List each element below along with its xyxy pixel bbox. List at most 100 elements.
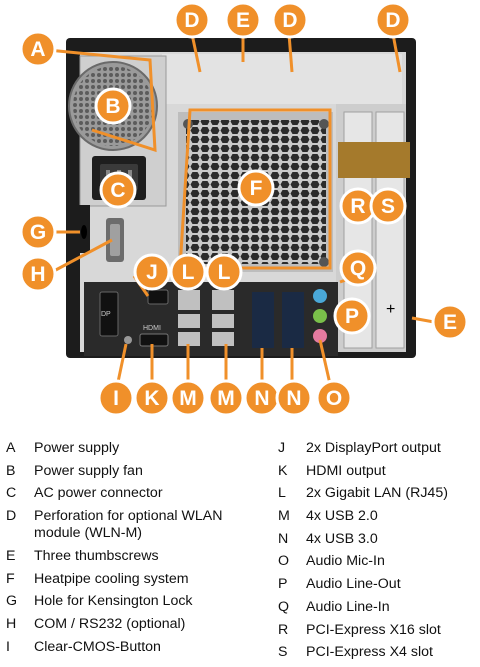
- callout-l-2: L: [205, 253, 243, 291]
- callout-l-1: L: [169, 253, 207, 291]
- legend-text: 2x DisplayPort output: [306, 440, 441, 456]
- callout-e-1: E: [224, 1, 262, 39]
- legend-key: N: [278, 530, 289, 547]
- io-panel: DP HDMI +: [84, 282, 395, 356]
- svg-text:P: P: [345, 305, 359, 328]
- svg-text:S: S: [381, 195, 395, 218]
- legend-item: D Perforation for optional WLAN module (W…: [6, 508, 282, 543]
- svg-text:J: J: [146, 261, 158, 284]
- svg-text:E: E: [236, 9, 250, 32]
- legend-key: H: [6, 616, 17, 633]
- legend-key: C: [6, 485, 17, 502]
- callout-k: K: [133, 379, 171, 417]
- pc-rear-diagram: DP HDMI +: [19, 1, 469, 417]
- legend-text: Three thumbscrews: [34, 548, 159, 565]
- legend-text: Clear-CMOS-Button: [34, 638, 161, 655]
- legend-item: N 4x USB 3.0: [278, 531, 478, 548]
- callout-i: I: [97, 379, 135, 417]
- legend-key: R: [278, 621, 289, 638]
- callout-e-2: E: [431, 303, 469, 341]
- legend-key: J: [278, 440, 286, 456]
- callout-d-1: D: [173, 1, 211, 39]
- legend-text: COM / RS232 (optional): [34, 616, 186, 633]
- legend-text: AC power connector: [34, 485, 163, 502]
- callout-j: J: [133, 253, 171, 291]
- svg-text:Q: Q: [350, 257, 366, 280]
- legend-text: 4x USB 3.0: [306, 530, 378, 547]
- svg-text:N: N: [254, 387, 269, 410]
- dp-port-label: DP: [101, 311, 111, 318]
- legend-text: Power supply fan: [34, 462, 143, 479]
- legend-text: PCI-Express X16 slot: [306, 621, 441, 638]
- callout-b: B: [94, 87, 132, 125]
- legend-text: Heatpipe cooling system: [34, 570, 189, 587]
- legend-text: Hole for Kensington Lock: [34, 593, 193, 610]
- svg-text:H: H: [30, 263, 45, 286]
- callout-g: G: [19, 213, 57, 251]
- callout-c: C: [99, 171, 137, 209]
- legend-text: Audio Mic-In: [306, 553, 385, 570]
- legend-item: Q Audio Line-In: [278, 599, 478, 616]
- callout-s: S: [369, 187, 407, 225]
- legend-item: H COM / RS232 (optional): [6, 616, 282, 633]
- legend-key: D: [6, 508, 17, 525]
- svg-text:G: G: [30, 221, 46, 244]
- legend-item: J 2x DisplayPort output: [278, 440, 478, 457]
- plus-mark: +: [386, 301, 395, 318]
- callout-r: R: [339, 187, 377, 225]
- callout-p: P: [333, 297, 371, 335]
- svg-text:D: D: [282, 9, 297, 32]
- svg-text:R: R: [350, 195, 365, 218]
- legend-key: A: [6, 440, 16, 456]
- legend-item: L 2x Gigabit LAN (RJ45): [278, 485, 478, 502]
- legend-key: L: [278, 485, 286, 502]
- svg-text:D: D: [184, 9, 199, 32]
- svg-text:F: F: [250, 177, 263, 200]
- legend-key: K: [278, 462, 288, 479]
- legend-item: R PCI-Express X16 slot: [278, 622, 478, 639]
- legend-item: S PCI-Express X4 slot: [278, 644, 478, 661]
- svg-text:N: N: [286, 387, 301, 410]
- svg-text:E: E: [443, 311, 457, 334]
- svg-text:L: L: [218, 261, 231, 284]
- callout-badges: A B C D E D D F R S G H J L L Q P E I K …: [19, 1, 469, 417]
- svg-text:K: K: [144, 387, 159, 410]
- legend-text: 4x USB 2.0: [306, 508, 378, 525]
- legend-text: 2x Gigabit LAN (RJ45): [306, 485, 448, 502]
- leader-lines: [47, 33, 435, 385]
- svg-text:D: D: [385, 9, 400, 32]
- callout-d-3: D: [374, 1, 412, 39]
- legend-key: B: [6, 462, 16, 479]
- legend-key: S: [278, 644, 288, 661]
- svg-text:A: A: [30, 38, 45, 61]
- legend-key: Q: [278, 598, 290, 615]
- callout-q: Q: [339, 249, 377, 287]
- legend-text: Audio Line-Out: [306, 576, 401, 593]
- callout-m-1: M: [169, 379, 207, 417]
- callout-h: H: [19, 255, 57, 293]
- legend-text: Audio Line-In: [306, 598, 390, 615]
- callout-a: A: [19, 30, 57, 68]
- legend-item: O Audio Mic-In: [278, 553, 478, 570]
- legend-item: B Power supply fan: [6, 463, 282, 480]
- legend-text: Perforation for optional WLAN module (WL…: [34, 508, 223, 542]
- legend-text: PCI-Express X4 slot: [306, 644, 433, 661]
- svg-text:M: M: [179, 387, 197, 410]
- svg-text:B: B: [105, 95, 120, 118]
- callout-o: O: [315, 379, 353, 417]
- legend-key: O: [278, 553, 290, 570]
- legend-key: F: [6, 570, 15, 587]
- callout-n-1: N: [243, 379, 281, 417]
- svg-text:C: C: [110, 179, 125, 202]
- kensington-and-com: [68, 205, 124, 262]
- svg-text:I: I: [113, 387, 119, 410]
